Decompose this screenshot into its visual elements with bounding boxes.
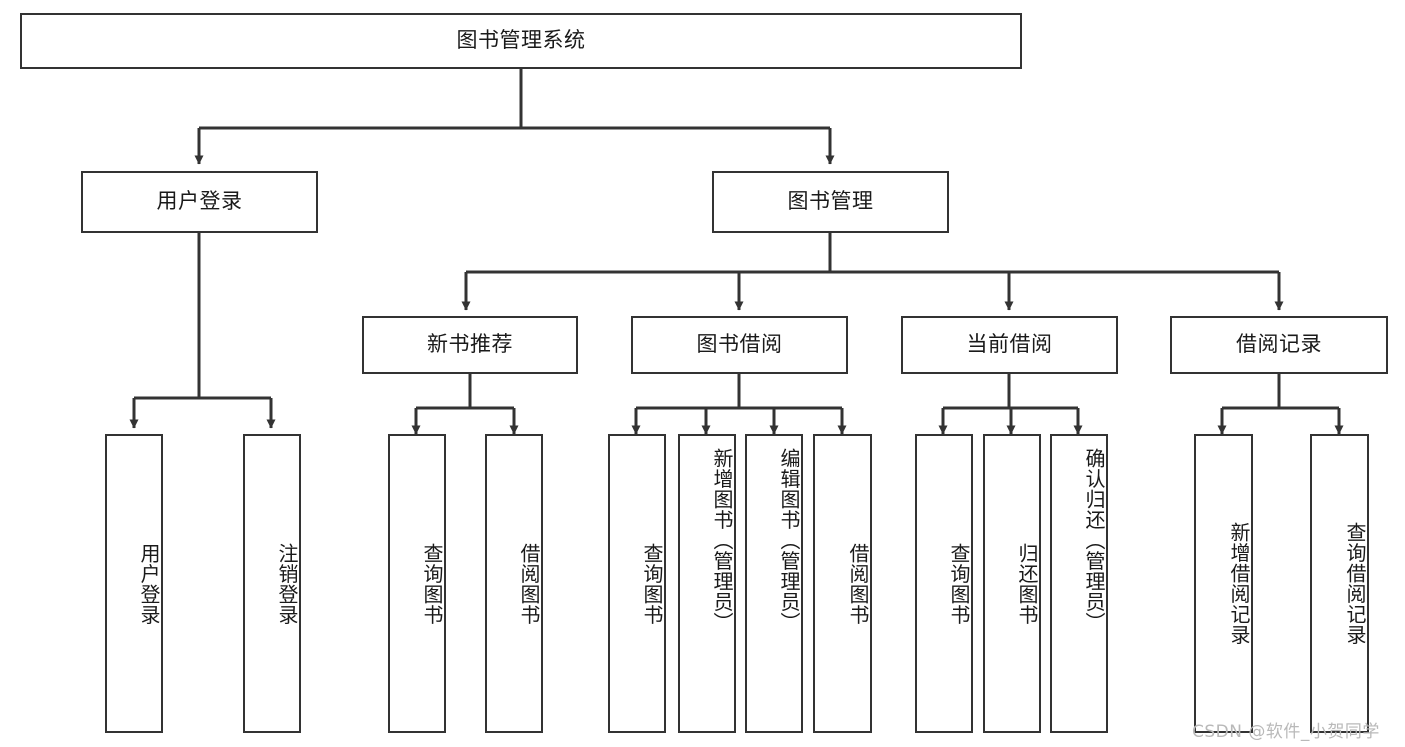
watermark-attribution: CSDN @软件_小贺同学 — [1192, 722, 1380, 742]
node-label: 查询图书 — [947, 542, 971, 625]
node-leaf-add-book-admin[interactable]: 新增图书（管理员） — [678, 434, 736, 733]
node-label: 用户登录 — [156, 189, 243, 214]
node-label: 图书借阅 — [696, 332, 783, 357]
node-label: 借阅图书 — [517, 542, 541, 625]
node-label: 查询借阅记录 — [1343, 522, 1367, 645]
node-leaf-query-books-1[interactable]: 查询图书 — [388, 434, 446, 733]
node-label: 编辑图书（管理员） — [777, 448, 801, 633]
node-leaf-query-borrow-record[interactable]: 查询借阅记录 — [1310, 434, 1369, 733]
node-user-login[interactable]: 用户登录 — [81, 171, 318, 233]
node-label: 确认归还（管理员） — [1082, 448, 1106, 633]
node-label: 借阅记录 — [1236, 332, 1322, 357]
node-label: 图书管理系统 — [456, 28, 586, 53]
node-leaf-query-books-3[interactable]: 查询图书 — [915, 434, 973, 733]
node-label: 新增借阅记录 — [1227, 522, 1251, 645]
node-label: 查询图书 — [640, 542, 664, 625]
node-current-borrow[interactable]: 当前借阅 — [901, 316, 1118, 374]
node-new-book-rec[interactable]: 新书推荐 — [362, 316, 578, 374]
node-label: 查询图书 — [420, 542, 444, 625]
node-leaf-return-books[interactable]: 归还图书 — [983, 434, 1041, 733]
node-book-manage[interactable]: 图书管理 — [712, 171, 949, 233]
node-label: 用户登录 — [137, 542, 161, 625]
node-leaf-logout-login[interactable]: 注销登录 — [243, 434, 301, 733]
node-label: 注销登录 — [275, 542, 299, 625]
node-leaf-user-login[interactable]: 用户登录 — [105, 434, 163, 733]
node-leaf-query-books-2[interactable]: 查询图书 — [608, 434, 666, 733]
node-leaf-add-borrow-record[interactable]: 新增借阅记录 — [1194, 434, 1253, 733]
node-book-borrow[interactable]: 图书借阅 — [631, 316, 848, 374]
node-leaf-edit-book-admin[interactable]: 编辑图书（管理员） — [745, 434, 803, 733]
node-label: 归还图书 — [1015, 542, 1039, 625]
node-label: 新增图书（管理员） — [710, 448, 734, 633]
node-label: 图书管理 — [787, 189, 874, 214]
node-leaf-borrow-books-1[interactable]: 借阅图书 — [485, 434, 543, 733]
node-label: 当前借阅 — [966, 332, 1053, 357]
node-leaf-confirm-return-admin[interactable]: 确认归还（管理员） — [1050, 434, 1108, 733]
node-root-system[interactable]: 图书管理系统 — [20, 13, 1022, 69]
node-borrow-record[interactable]: 借阅记录 — [1170, 316, 1388, 374]
node-label: 新书推荐 — [427, 332, 513, 357]
node-leaf-borrow-books-2[interactable]: 借阅图书 — [813, 434, 872, 733]
node-label: 借阅图书 — [846, 542, 870, 625]
